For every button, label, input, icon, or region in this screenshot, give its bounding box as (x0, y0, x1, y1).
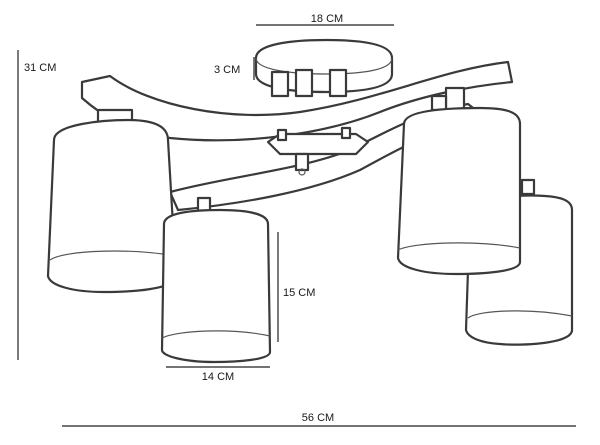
total-height-label: 31 CM (24, 62, 56, 74)
dimension-labels: 18 CM 3 CM 31 CM 15 CM 14 CM 56 CM (24, 13, 343, 424)
total-width-label: 56 CM (302, 412, 334, 424)
ceiling-base (254, 38, 394, 98)
shade-height-label: 15 CM (283, 287, 315, 299)
base-width-label: 18 CM (311, 13, 343, 25)
base-height-label: 3 CM (214, 64, 240, 76)
dimension-lines (17, 24, 576, 427)
shade-width-label: 14 CM (202, 371, 234, 383)
lamp-shade-front-left (46, 108, 178, 294)
lamp-shade-front-right (396, 86, 522, 276)
lamp-shade-front-center (160, 196, 272, 364)
